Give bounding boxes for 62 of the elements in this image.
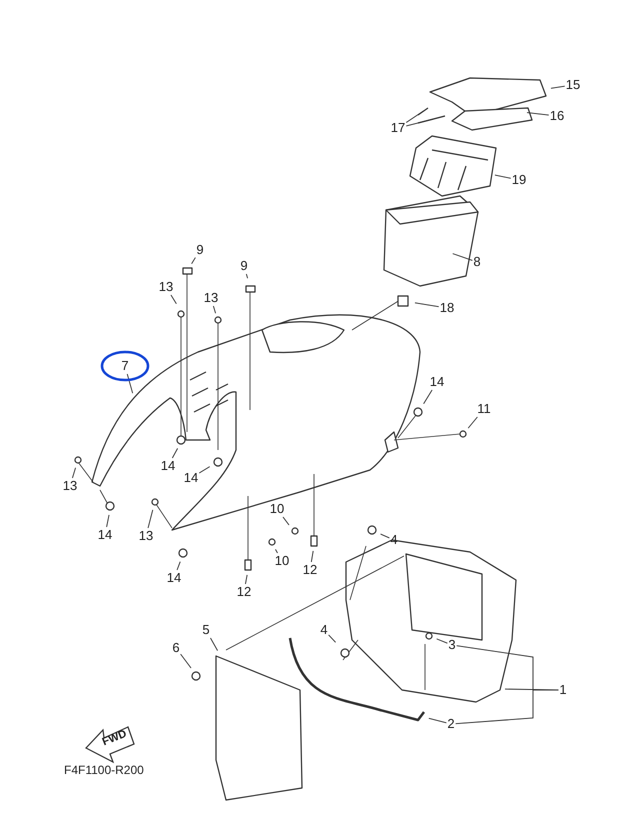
leader-line	[180, 654, 192, 668]
leader-line	[406, 118, 434, 126]
leader-line	[494, 174, 512, 179]
callout-number: 14	[184, 471, 198, 485]
leader-line	[275, 548, 278, 554]
leader-line	[245, 574, 248, 584]
callout-number: 12	[302, 563, 318, 577]
callout-number: 9	[196, 243, 204, 257]
callout-number: 11	[477, 402, 491, 416]
leader-line	[72, 467, 76, 478]
callout-number: 2	[447, 717, 455, 731]
leader-line	[452, 253, 473, 261]
callout-number: 6	[172, 641, 180, 655]
callout-number: 13	[204, 291, 218, 305]
leader-line	[406, 110, 424, 123]
callout-number: 13	[62, 479, 78, 493]
callout-number: 10	[270, 502, 284, 516]
leader-line	[210, 638, 218, 652]
callout-number: 7	[121, 359, 129, 373]
leader-line	[428, 718, 447, 724]
leader-line	[126, 374, 134, 394]
callout-number: 19	[512, 173, 526, 187]
leader-line	[246, 274, 248, 279]
callout-number: 13	[138, 529, 154, 543]
callout-number: 10	[274, 554, 290, 568]
leader-line	[380, 534, 390, 538]
leader-line	[212, 306, 216, 314]
leader-line	[176, 561, 181, 570]
callout-number: 15	[566, 78, 580, 92]
callout-number: 13	[158, 280, 174, 294]
leader-line	[455, 690, 559, 724]
callout-number: 1	[559, 683, 567, 697]
leader-line	[310, 550, 314, 562]
leader-line	[468, 416, 478, 429]
leader-line	[148, 509, 154, 528]
leader-line	[414, 302, 440, 308]
drawing-number: F4F1100-R200	[64, 763, 144, 777]
leader-line	[526, 112, 550, 116]
callout-number: 5	[202, 623, 210, 637]
callout-number: 4	[320, 623, 328, 637]
leader-line	[191, 257, 196, 264]
callout-number: 14	[98, 528, 112, 542]
callout-number: 16	[550, 109, 564, 123]
direction-text: FWD	[100, 728, 128, 748]
leader-line	[172, 448, 178, 458]
leader-line	[106, 514, 110, 528]
callout-number: 9	[240, 259, 248, 273]
leader-line	[550, 86, 566, 89]
leader-line	[282, 516, 290, 526]
callout-number: 14	[166, 571, 182, 585]
leader-line	[170, 294, 177, 304]
callout-number: 3	[448, 638, 456, 652]
callout-number: 8	[473, 255, 481, 269]
callout-number: 14	[430, 375, 444, 389]
callout-number: 12	[236, 585, 252, 599]
leader-line	[423, 390, 433, 404]
callout-number: 18	[440, 301, 454, 315]
leader-line	[198, 466, 210, 474]
callout-number: 17	[390, 121, 406, 135]
leader-line	[436, 638, 448, 644]
callout-number: 14	[160, 459, 176, 473]
leader-line	[328, 634, 336, 643]
